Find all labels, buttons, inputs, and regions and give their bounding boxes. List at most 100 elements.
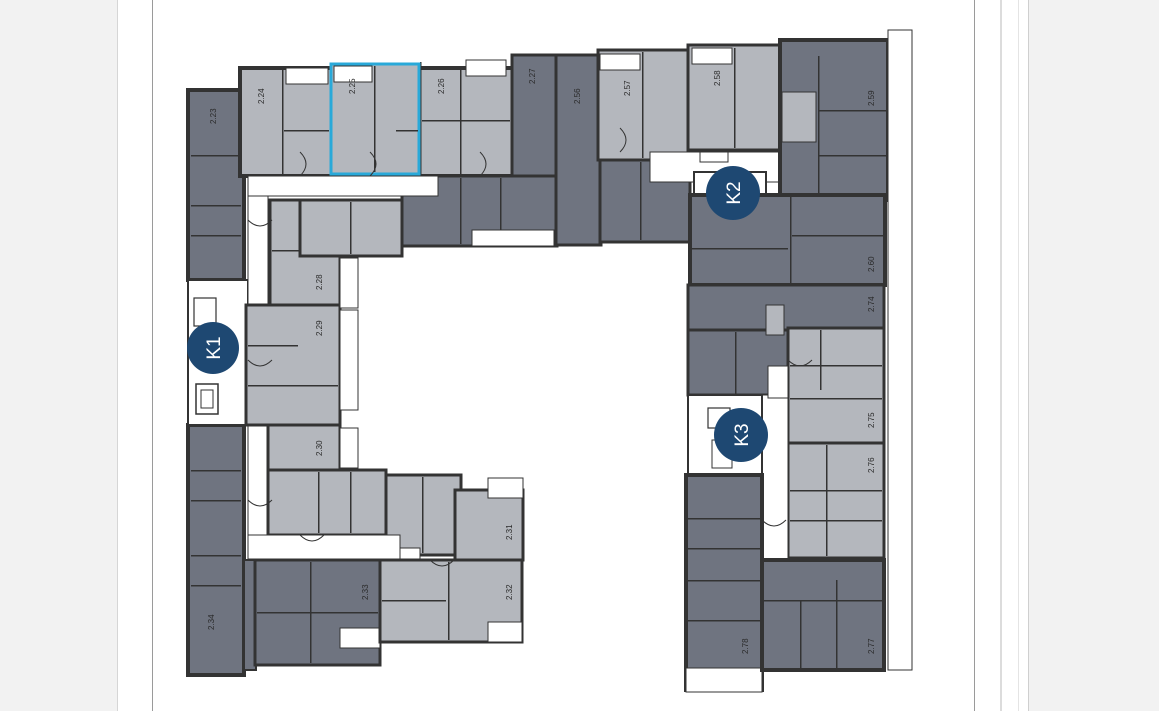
wall — [248, 345, 298, 347]
wall — [350, 202, 352, 254]
apartment-label-2-77: 2.77 — [867, 638, 876, 654]
section-marker-k2[interactable]: K2 — [706, 166, 760, 220]
frame-line-left — [152, 0, 153, 711]
wall — [818, 56, 820, 196]
wall — [692, 248, 788, 250]
door — [787, 359, 813, 367]
apartment-2-78[interactable] — [684, 473, 764, 692]
balcony — [339, 627, 381, 649]
corridor — [767, 365, 789, 399]
selected-apartment — [329, 62, 421, 176]
east-wing — [684, 29, 913, 693]
wall — [422, 120, 510, 122]
wall — [735, 332, 737, 394]
wall — [422, 477, 424, 553]
wall — [790, 520, 882, 522]
apartment-label-2-78: 2.78 — [741, 638, 750, 654]
section-label-k1: K1 — [204, 336, 225, 359]
wall — [191, 500, 241, 502]
wall — [820, 330, 822, 390]
frame-line-right — [974, 0, 975, 711]
apartment-label-2-75: 2.75 — [867, 412, 876, 428]
section-marker-circle — [706, 166, 760, 220]
apartment-2-56[interactable] — [554, 53, 603, 247]
wall — [248, 385, 338, 387]
apartment-label-2-57: 2.57 — [623, 80, 632, 96]
door — [479, 151, 487, 177]
balcony — [487, 477, 524, 499]
section-marker-circle — [187, 322, 239, 374]
door — [761, 519, 787, 527]
apartment-label-2-23: 2.23 — [209, 108, 218, 124]
wall — [282, 70, 284, 174]
wall — [318, 472, 320, 533]
wall — [818, 110, 886, 112]
door — [299, 534, 325, 542]
wall — [800, 600, 802, 668]
door — [369, 151, 377, 177]
apartment-label-2-76: 2.76 — [867, 457, 876, 473]
wall — [836, 580, 838, 668]
west-wing — [186, 88, 257, 677]
wall — [191, 555, 241, 557]
section-marker-k1[interactable]: K1 — [187, 322, 239, 374]
apartment-2-29[interactable] — [244, 303, 342, 427]
loggia — [691, 47, 733, 65]
corridor — [247, 175, 439, 197]
wall — [790, 197, 792, 283]
apartment-label-2-56: 2.56 — [573, 88, 582, 104]
balcony — [471, 229, 555, 247]
wall — [191, 235, 241, 237]
wall — [688, 620, 760, 622]
apartment-label-2-26: 2.26 — [437, 78, 446, 94]
apartment-label-2-59: 2.59 — [867, 90, 876, 106]
wall — [826, 445, 828, 556]
section-marker-k3[interactable]: K3 — [714, 408, 768, 462]
wall — [382, 600, 446, 602]
door — [247, 219, 273, 227]
section-label-k3: K3 — [732, 423, 753, 446]
wall — [688, 580, 760, 582]
wall — [257, 612, 378, 614]
wall — [688, 518, 760, 520]
apartment-2-74[interactable] — [686, 283, 886, 332]
apartment-label-2-29: 2.29 — [315, 320, 324, 336]
room — [765, 304, 785, 336]
apartment-2-34[interactable] — [186, 423, 246, 677]
wall — [350, 472, 352, 533]
apartment-label-2-28: 2.28 — [315, 274, 324, 290]
stairs — [193, 297, 217, 327]
wall — [396, 130, 418, 132]
apartment-2-77[interactable] — [760, 558, 886, 672]
door — [619, 127, 627, 153]
apartment-label-2-25: 2.25 — [348, 78, 357, 94]
apartment-2-27[interactable] — [510, 53, 562, 178]
apartment-label-2-30: 2.30 — [315, 440, 324, 456]
door — [429, 559, 455, 567]
balcony — [339, 427, 359, 469]
room — [266, 468, 388, 537]
elevator-car — [200, 389, 214, 409]
apartment-label-2-24: 2.24 — [257, 88, 266, 104]
apartment-labels: 2.23 2.24 2.25 2.26 2.27 2.56 2.57 2.58 … — [207, 68, 876, 654]
page-edge-shadow — [1018, 0, 1019, 711]
balcony — [339, 309, 359, 411]
apartment-label-2-33: 2.33 — [361, 584, 370, 600]
balcony — [685, 667, 763, 693]
room — [781, 91, 817, 143]
wall — [191, 585, 241, 587]
balcony — [487, 621, 523, 643]
wall — [448, 562, 450, 640]
apartment-label-2-34: 2.34 — [207, 614, 216, 630]
wall — [790, 365, 882, 367]
apartment-2-23[interactable] — [186, 88, 246, 282]
wall — [460, 70, 462, 174]
balcony-strip — [887, 29, 913, 671]
wall — [734, 48, 736, 148]
loggia — [465, 59, 507, 77]
wall — [191, 155, 241, 157]
elevator — [195, 383, 219, 415]
wall — [374, 66, 376, 172]
section-marker-circle — [714, 408, 768, 462]
